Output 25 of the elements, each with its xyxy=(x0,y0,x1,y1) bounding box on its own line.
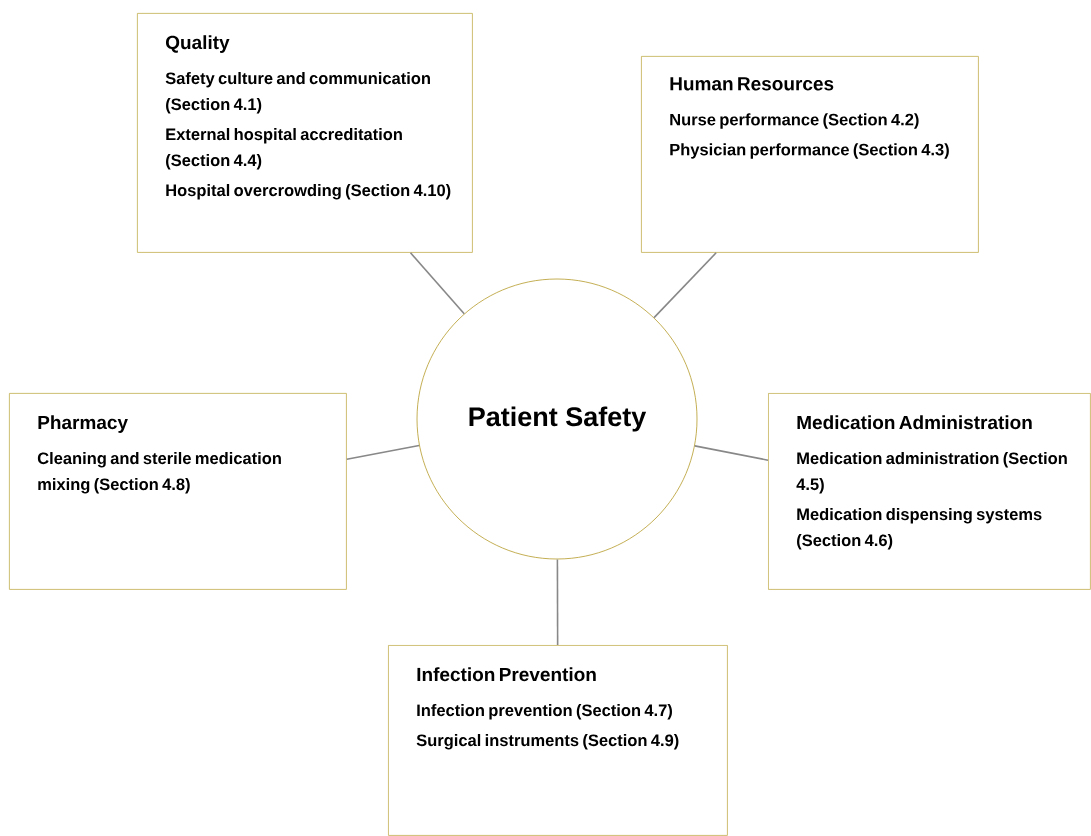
connector-line xyxy=(556,558,559,646)
topic-text: Hospital overcrowding (Section 4.10) xyxy=(166,184,451,200)
connector-line xyxy=(653,252,717,319)
topic-text: Safety culture and communication (Section 4.1) xyxy=(165,72,430,114)
topic-text: Medication administration (Section 4.5) xyxy=(796,452,1067,494)
topic-box xyxy=(768,393,1091,590)
box-heading: Infection Prevention xyxy=(417,667,596,682)
box-heading: Human Resources xyxy=(670,77,834,91)
topic-text: Medication dispensing systems (Section 4.6) xyxy=(797,508,1042,550)
topic-box xyxy=(641,56,979,253)
topic-text: Cleaning and sterile medication mixing (Section 4.8) xyxy=(37,452,281,494)
connector-line xyxy=(694,445,769,461)
topic-text: Infection prevention (Section 4.7) xyxy=(417,704,672,720)
connector-line xyxy=(346,444,420,461)
connector-line xyxy=(409,252,465,315)
topic-text: Physician performance (Section 4.3) xyxy=(670,143,949,159)
box-heading: Pharmacy xyxy=(38,415,128,433)
topic-text: Nurse performance (Section 4.2) xyxy=(670,113,919,129)
topic-text: External hospital accreditation (Section 4.4) xyxy=(166,128,402,170)
box-heading: Medication Administration xyxy=(797,415,1032,430)
topic-box xyxy=(137,13,473,253)
topic-text: Surgical instruments (Section 4.9) xyxy=(416,734,679,750)
topic-box xyxy=(9,393,347,590)
box-heading: Quality xyxy=(166,35,230,53)
topic-box xyxy=(388,645,728,836)
